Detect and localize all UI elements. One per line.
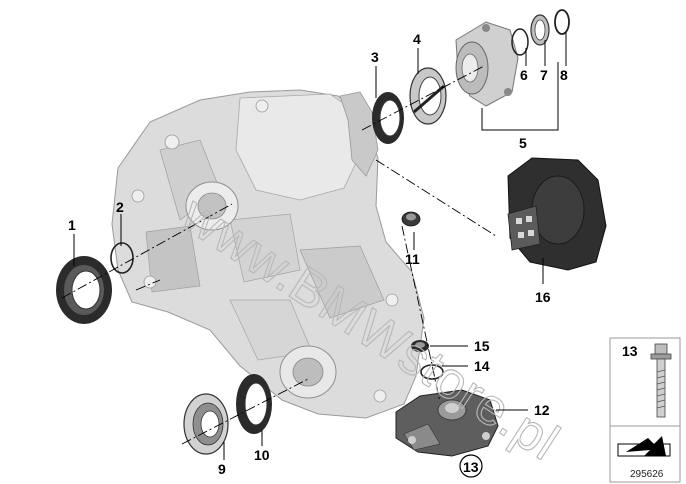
callout-numbers: 1 2 3 4 5 6 7 8 9 10 11 12 13 14 15 16 xyxy=(68,31,568,478)
callout-10: 10 xyxy=(254,447,270,463)
callout-15: 15 xyxy=(474,338,490,354)
callout-14: 14 xyxy=(474,358,490,374)
part-o-ring-14 xyxy=(420,364,444,380)
part-circlip-8 xyxy=(554,9,570,35)
part-ring-7 xyxy=(530,14,550,46)
transfer-case-housing xyxy=(111,89,425,419)
legend-box: 13 295626 xyxy=(609,337,681,483)
callout-2: 2 xyxy=(116,199,124,215)
part-seal-15 xyxy=(411,340,429,352)
document-number: 295626 xyxy=(630,469,664,480)
part-oil-pump xyxy=(395,389,499,457)
assembly-axis-lines xyxy=(61,65,497,445)
callout-leaders xyxy=(73,32,567,460)
part-shaft-seal-large xyxy=(56,256,112,324)
callout-12: 12 xyxy=(534,402,550,418)
part-o-ring-6 xyxy=(511,28,529,56)
callout-8: 8 xyxy=(560,67,568,83)
callout-9: 9 xyxy=(218,461,226,477)
callout-7: 7 xyxy=(540,67,548,83)
callout-13-circle xyxy=(459,454,483,478)
callout-16: 16 xyxy=(535,289,551,305)
document-arrow-icon xyxy=(617,436,671,457)
callout-6: 6 xyxy=(520,67,528,83)
bolt-icon xyxy=(650,343,672,418)
callout-11: 11 xyxy=(405,251,420,267)
part-plug-screw xyxy=(401,211,421,227)
part-actuator-motor xyxy=(507,157,607,271)
callout-5: 5 xyxy=(519,135,527,151)
part-o-ring-small xyxy=(110,242,134,274)
callout-4: 4 xyxy=(413,31,421,47)
callout-13: 13 xyxy=(463,459,479,475)
part-shaft-seal-upper xyxy=(372,92,404,144)
legend-item-number: 13 xyxy=(622,343,638,359)
part-ring-10 xyxy=(236,374,272,434)
callout-3: 3 xyxy=(371,49,379,65)
callout-1: 1 xyxy=(68,217,76,233)
part-spacer-ring xyxy=(409,67,447,125)
part-output-flange xyxy=(455,21,519,107)
